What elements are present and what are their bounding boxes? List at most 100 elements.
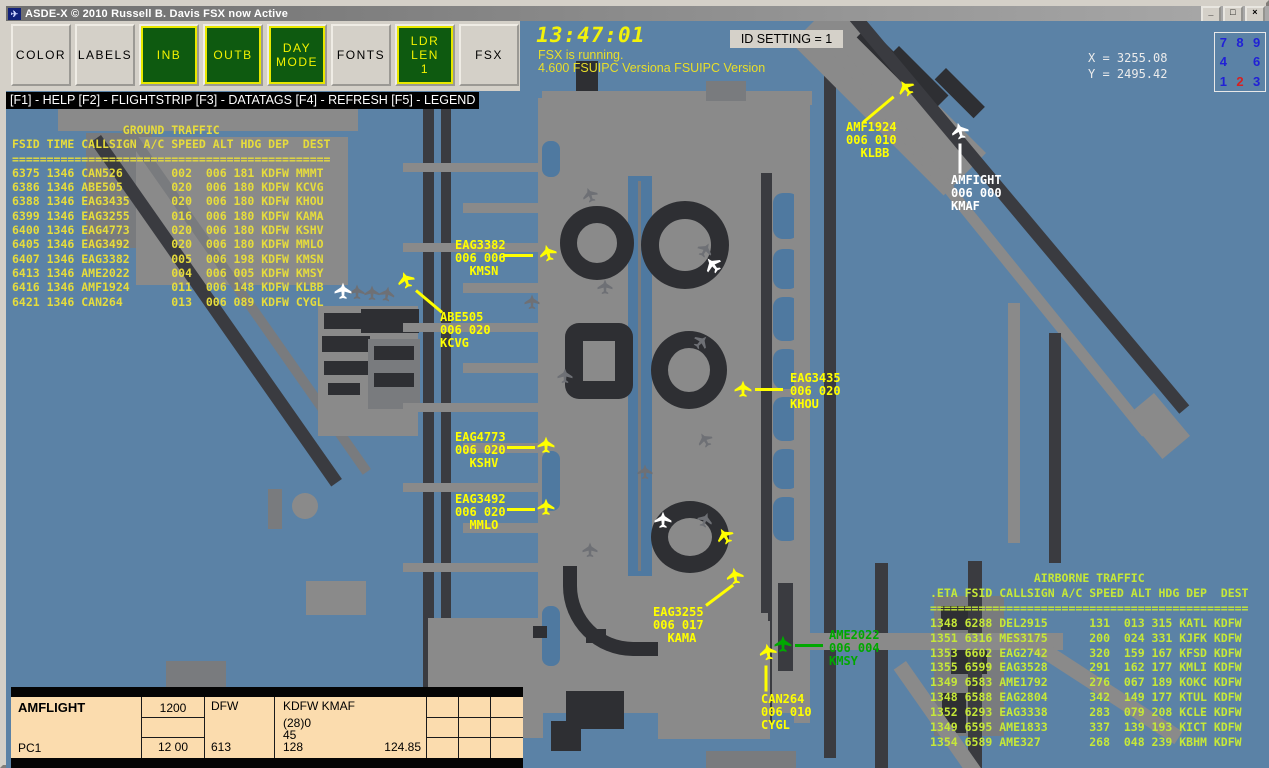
strip-alt1: (28)0 xyxy=(283,716,312,730)
map-parked-aircraft-icon xyxy=(582,542,600,560)
window-title: ASDE-X © 2010 Russell B. Davis FSX now A… xyxy=(25,7,289,20)
aircraft-AME2022-datatag[interactable]: AME2022 006 004 KMSY xyxy=(829,628,880,668)
fsuipc-version-text: 4.600 FSUIPC Versiona FSUIPC Version xyxy=(538,61,766,75)
map-taxiway xyxy=(793,633,1063,650)
map-terminal-building xyxy=(565,323,633,399)
map-taxiway xyxy=(463,283,541,293)
toolbar-button-ldr-len-1[interactable]: LDR LEN 1 xyxy=(395,24,455,86)
toolbar-button-inb[interactable]: INB xyxy=(139,24,199,86)
map-taxiway xyxy=(463,203,541,213)
aircraft-ABE505[interactable] xyxy=(397,271,415,289)
aircraft-ABE505-datatag[interactable]: ABE505 006 020 KCVG xyxy=(440,310,491,350)
map-parked-aircraft-icon xyxy=(379,286,397,304)
map-parked-aircraft-icon xyxy=(349,284,367,302)
aircraft-EAG3492-leader-line xyxy=(507,508,535,511)
toolbar-button-labels[interactable]: LABELS xyxy=(75,24,135,86)
map-building xyxy=(374,373,414,387)
aircraft-unlabeled-2[interactable] xyxy=(654,511,672,529)
numpad-digit-8[interactable]: 8 xyxy=(1236,35,1244,50)
numpad-digit-6[interactable]: 6 xyxy=(1253,54,1261,70)
map-gate-pad xyxy=(542,606,560,666)
map-building xyxy=(324,313,368,329)
map-apron xyxy=(706,751,796,768)
aircraft-unlabeled-3[interactable] xyxy=(334,282,352,300)
toolbar-button-day-mode[interactable]: DAY MODE xyxy=(267,24,327,86)
aircraft-AMFIGHT-datatag[interactable]: AMFIGHT 006 000 KMAF xyxy=(951,173,1002,213)
aircraft-EAG4773[interactable] xyxy=(537,436,555,454)
map-gate-pad xyxy=(542,141,560,177)
toolbar-button-color[interactable]: COLOR xyxy=(11,24,71,86)
numpad-digit-9[interactable]: 9 xyxy=(1253,35,1261,50)
strip-bay-bottom-bar xyxy=(11,758,523,768)
map-building xyxy=(706,81,746,101)
aircraft-EAG3435-datatag[interactable]: EAG3435 006 020 KHOU xyxy=(790,371,841,411)
aircraft-EAG3492-datatag[interactable]: EAG3492 006 020 MMLO xyxy=(455,492,506,532)
numpad-digit-4[interactable]: 4 xyxy=(1219,54,1227,70)
map-parked-aircraft-icon xyxy=(597,279,615,297)
map-parked-aircraft-icon xyxy=(637,464,655,482)
title-bar[interactable]: ✈ ASDE-X © 2010 Russell B. Davis FSX now… xyxy=(6,6,1269,23)
aircraft-AME2022-leader-line xyxy=(795,644,823,647)
aircraft-unlabeled-1[interactable] xyxy=(704,256,722,274)
map-parked-aircraft-icon xyxy=(364,285,382,303)
maximize-button[interactable]: □ xyxy=(1223,6,1243,23)
strip-alt2: 45 xyxy=(283,728,297,742)
map-taxiway xyxy=(463,523,541,533)
aircraft-CAN264-datatag[interactable]: CAN264 006 010 CYGL xyxy=(761,692,812,732)
function-key-bar: [F1] - HELP [F2] - FLIGHTSTRIP [F3] - DA… xyxy=(6,92,480,109)
map-runway xyxy=(875,563,888,768)
aircraft-ABE505-leader-line xyxy=(415,289,444,314)
aircraft-AMF1924-datatag[interactable]: AMF1924 006 010 KLBB xyxy=(846,120,897,160)
toolbar-button-fsx[interactable]: FSX xyxy=(459,24,519,86)
map-taxiway xyxy=(403,323,543,332)
map-taxiway xyxy=(463,443,541,453)
map-gate-pad xyxy=(542,451,560,511)
app-icon: ✈ xyxy=(8,7,21,20)
map-taxiway xyxy=(403,243,543,252)
map-building xyxy=(268,489,282,529)
map-parked-aircraft-icon xyxy=(697,432,715,450)
airport-map xyxy=(6,21,1269,768)
aircraft-AME2022[interactable] xyxy=(774,635,792,653)
aircraft-EAG3382-datatag[interactable]: EAG3382 006 006 KMSN xyxy=(455,238,506,278)
numpad-digit-2[interactable]: 2 xyxy=(1236,73,1244,89)
aircraft-AMF1924[interactable] xyxy=(897,79,915,97)
map-parked-aircraft-icon xyxy=(557,368,575,386)
aircraft-EAG3255[interactable] xyxy=(726,567,744,585)
map-taxiway xyxy=(1008,303,1020,543)
strip-position: PC1 xyxy=(18,741,42,755)
map-building xyxy=(306,581,366,615)
aircraft-EAG3382[interactable] xyxy=(539,244,557,262)
aircraft-CAN264-leader-line xyxy=(764,665,768,692)
cursor-coordinates: X = 3255.08 Y = 2495.42 xyxy=(1088,51,1168,81)
strip-squawk: 1200 xyxy=(159,701,187,715)
map-parked-aircraft-icon xyxy=(697,512,715,530)
numpad-digit-3[interactable]: 3 xyxy=(1253,73,1261,89)
map-building xyxy=(322,336,370,352)
id-setting-label: ID SETTING = 1 xyxy=(730,30,843,48)
aircraft-unlabeled-4[interactable] xyxy=(716,527,734,545)
flight-progress-strip[interactable]: AMFLIGHT PC1 1200 12 00 DFW 613 KDFW KMA… xyxy=(11,697,523,758)
map-runway xyxy=(1049,333,1061,563)
map-building xyxy=(941,606,971,630)
aircraft-EAG4773-datatag[interactable]: EAG4773 006 020 KSHV xyxy=(455,430,506,470)
map-water-tower xyxy=(292,493,318,519)
map-parked-aircraft-icon xyxy=(693,334,711,352)
aircraft-EAG3255-datatag[interactable]: EAG3255 006 017 KAMA xyxy=(653,605,704,645)
toolbar-button-fonts[interactable]: FONTS xyxy=(331,24,391,86)
aircraft-EAG3435[interactable] xyxy=(734,380,752,398)
map-terminal-spine xyxy=(638,181,641,571)
aircraft-EAG3492[interactable] xyxy=(537,498,555,516)
numpad-digit-7[interactable]: 7 xyxy=(1219,35,1227,50)
aircraft-EAG4773-leader-line xyxy=(507,446,535,449)
map-taxiway xyxy=(403,403,543,412)
toolbar-button-outb[interactable]: OUTB xyxy=(203,24,263,86)
numpad-digit-1[interactable]: 1 xyxy=(1219,73,1227,89)
map-apron xyxy=(706,613,768,663)
map-building xyxy=(328,383,360,395)
fsx-status-text: FSX is running. xyxy=(538,48,624,62)
aircraft-CAN264[interactable] xyxy=(759,643,777,661)
aircraft-AMFIGHT[interactable] xyxy=(951,122,969,140)
